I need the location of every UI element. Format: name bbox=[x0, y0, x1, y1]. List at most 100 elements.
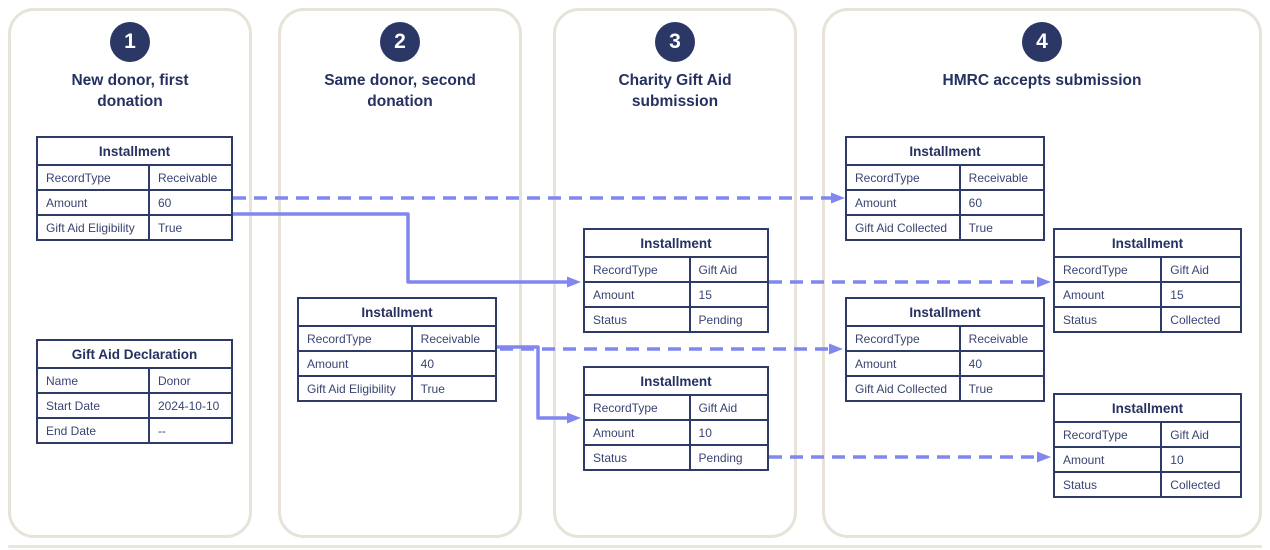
step-title: Same donor, second donation bbox=[324, 72, 476, 110]
field-label: Gift Aid Eligibility bbox=[299, 377, 413, 400]
field-label: RecordType bbox=[847, 327, 961, 350]
step-title: HMRC accepts submission bbox=[942, 72, 1142, 89]
step-number-badge: 2 bbox=[380, 22, 420, 62]
table-row: Status Collected bbox=[1055, 306, 1240, 331]
field-value: 10 bbox=[698, 425, 712, 440]
table-row: Amount 40 bbox=[847, 350, 1043, 375]
step-number-badge: 1 bbox=[110, 22, 150, 62]
table-row: Amount 60 bbox=[847, 189, 1043, 214]
record-table-title: Gift Aid Declaration bbox=[38, 341, 231, 369]
field-value: 60 bbox=[157, 195, 172, 210]
record-table-title: Installment bbox=[1055, 395, 1240, 423]
table-row: RecordType Receivable bbox=[847, 327, 1043, 350]
field-value: 15 bbox=[1170, 287, 1184, 302]
field-label: Gift Aid Collected bbox=[847, 377, 961, 400]
field-value: Receivable bbox=[157, 170, 218, 185]
table-row: RecordType Gift Aid bbox=[1055, 258, 1240, 281]
table-row: Amount 10 bbox=[585, 419, 767, 444]
table-row: Amount 60 bbox=[38, 189, 231, 214]
field-value: True bbox=[420, 381, 445, 396]
table-row: RecordType Receivable bbox=[847, 166, 1043, 189]
field-label: RecordType bbox=[299, 327, 413, 350]
table-row: RecordType Gift Aid bbox=[585, 396, 767, 419]
field-value: Receivable bbox=[968, 170, 1029, 185]
field-label: RecordType bbox=[1055, 423, 1163, 446]
field-label: Gift Aid Eligibility bbox=[38, 216, 150, 239]
field-value: Receivable bbox=[420, 331, 481, 346]
table-row: Amount 40 bbox=[299, 350, 495, 375]
field-label: Start Date bbox=[38, 394, 150, 417]
field-label: Amount bbox=[1055, 283, 1163, 306]
record-table-title: Installment bbox=[847, 299, 1043, 327]
table-row: Gift Aid Eligibility True bbox=[299, 375, 495, 400]
field-label: RecordType bbox=[1055, 258, 1163, 281]
field-value: Gift Aid bbox=[1170, 427, 1209, 442]
field-label: Amount bbox=[299, 352, 413, 375]
field-label: Amount bbox=[585, 421, 691, 444]
field-value: Pending bbox=[698, 450, 743, 465]
table-row: Amount 15 bbox=[1055, 281, 1240, 306]
field-label: Amount bbox=[847, 191, 961, 214]
table-row: RecordType Receivable bbox=[299, 327, 495, 350]
field-label: Status bbox=[1055, 308, 1163, 331]
field-value: True bbox=[968, 220, 993, 235]
table-row: RecordType Gift Aid bbox=[1055, 423, 1240, 446]
table-row: Amount 15 bbox=[585, 281, 767, 306]
field-value: Gift Aid bbox=[698, 400, 738, 415]
field-value: Gift Aid bbox=[1170, 262, 1209, 277]
field-value: Collected bbox=[1170, 477, 1221, 492]
record-table-title: Installment bbox=[38, 138, 231, 166]
field-value: 15 bbox=[698, 287, 712, 302]
field-value: Receivable bbox=[968, 331, 1029, 346]
field-value: True bbox=[968, 381, 993, 396]
field-label: RecordType bbox=[38, 166, 150, 189]
record-table-title: Installment bbox=[1055, 230, 1240, 258]
record-table-title: Installment bbox=[847, 138, 1043, 166]
table-row: Gift Aid Collected True bbox=[847, 375, 1043, 400]
field-label: RecordType bbox=[847, 166, 961, 189]
field-label: RecordType bbox=[585, 258, 691, 281]
next-row-card-edge bbox=[8, 545, 1262, 548]
table-row: RecordType Gift Aid bbox=[585, 258, 767, 281]
step-title: Charity Gift Aid submission bbox=[618, 72, 732, 110]
table-row: Gift Aid Collected True bbox=[847, 214, 1043, 239]
field-label: RecordType bbox=[585, 396, 691, 419]
field-value: 40 bbox=[420, 356, 435, 371]
field-label: Gift Aid Collected bbox=[847, 216, 961, 239]
field-label: Amount bbox=[847, 352, 961, 375]
step-number-badge: 3 bbox=[655, 22, 695, 62]
table-row: RecordType Receivable bbox=[38, 166, 231, 189]
field-label: Status bbox=[585, 446, 691, 469]
step-title: New donor, first donation bbox=[71, 72, 189, 110]
field-value: 60 bbox=[968, 195, 983, 210]
field-label: Amount bbox=[38, 191, 150, 214]
field-label: Amount bbox=[585, 283, 691, 306]
record-table-title: Installment bbox=[585, 230, 767, 258]
field-value: 40 bbox=[968, 356, 983, 371]
record-table-title: Installment bbox=[299, 299, 495, 327]
field-value: 10 bbox=[1170, 452, 1184, 467]
field-value: Collected bbox=[1170, 312, 1221, 327]
field-label: Name bbox=[38, 369, 150, 392]
field-value: Pending bbox=[698, 312, 743, 327]
step-number-badge: 4 bbox=[1022, 22, 1062, 62]
field-value: Gift Aid bbox=[698, 262, 738, 277]
